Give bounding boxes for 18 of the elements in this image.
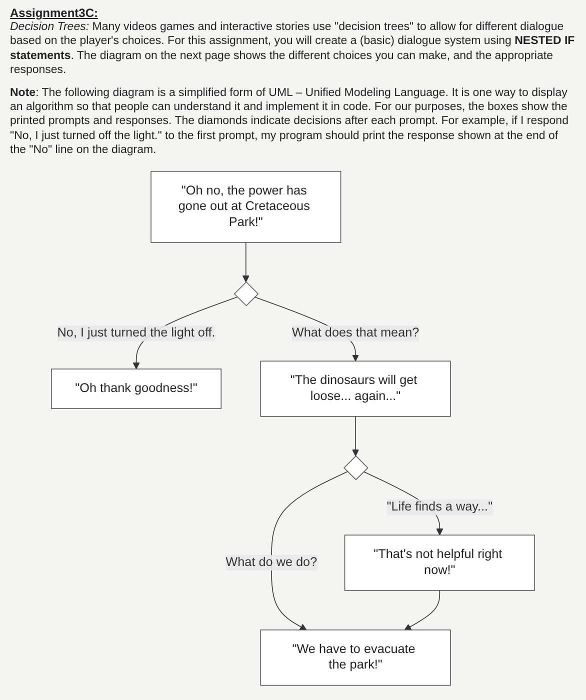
arrow (404, 590, 440, 631)
node-box: "Oh thank goodness!" (51, 369, 222, 410)
node-diamond (234, 282, 259, 307)
edge-label: What do we do? (226, 556, 318, 570)
arrow (242, 242, 250, 283)
arrow (271, 472, 348, 631)
node-box: "That's not helpful right now!" (344, 535, 535, 592)
edge-label: "Life finds a way..." (386, 500, 493, 514)
title: Assignment3C: (10, 6, 100, 20)
edge-label: No, I just turned the light off. (57, 326, 216, 340)
paragraph: Decision Trees: Many videos games and interactive stories use "decision trees" to allow for different dialogue based on the player's choices. For this assignment, you will create a (basic) dialogue system using NESTED IF statements. The diagram on the next page shows the different choices you can make, and the appropriate responses. (10, 20, 576, 78)
edge-label: What does that mean? (292, 326, 420, 340)
paragraph: Note: The following diagram is a simplified form of UML – Unified Modeling Language. It is one way to display an algorithm so that people can understand it and implement it in code. For our purposes, the boxes show the printed prompts and responses. The diamonds indicate decisions after each prompt. For example, if I respond "No, I just turned off the light." to the first prompt, my program should print the response shown at the end of the "No" line on the diagram. (10, 86, 570, 158)
arrow (352, 416, 360, 457)
node-diamond (344, 456, 368, 481)
node-box: "The dinosaurs will get loose... again..." (260, 361, 451, 418)
node-box: "Oh no, the power has gone out at Cretaceous Park!" (150, 171, 342, 244)
node-box: "We have to evacuate the park!" (260, 630, 451, 686)
